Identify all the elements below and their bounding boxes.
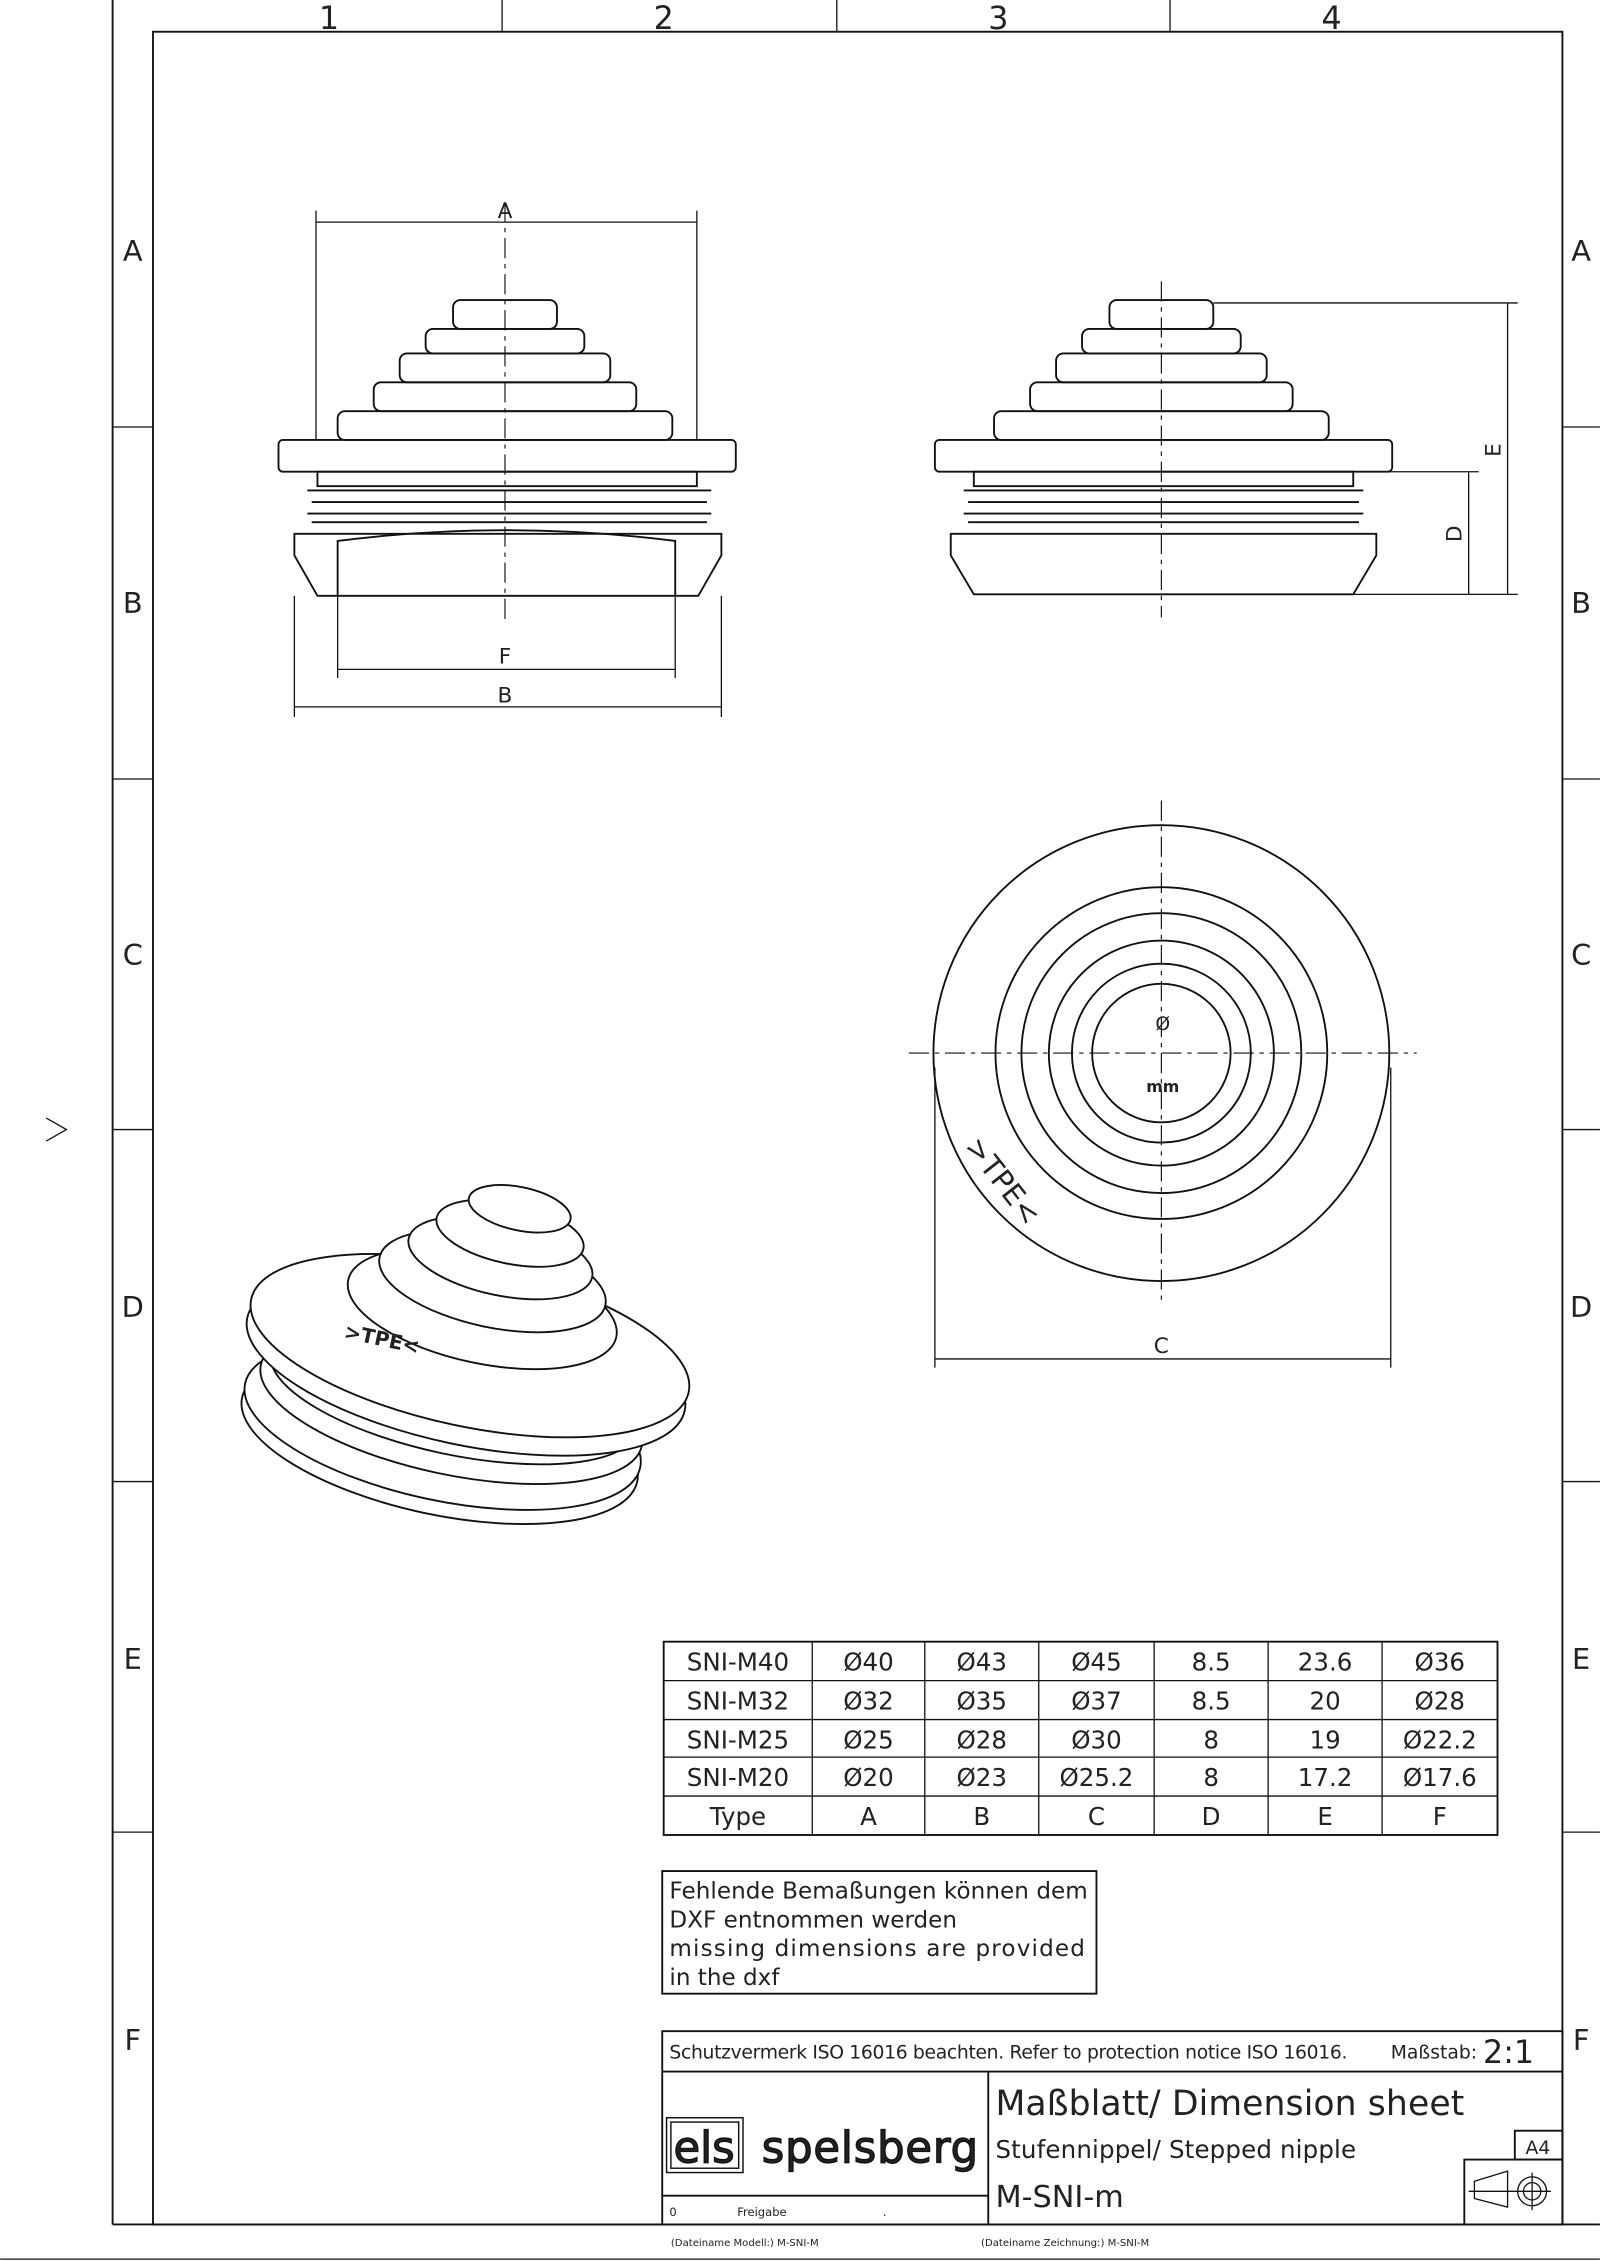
table-cell: Ø23 — [957, 1763, 1008, 1792]
table-header-cell: D — [1202, 1802, 1221, 1831]
note-line: DXF entnommen werden — [669, 1907, 957, 1933]
side-view: E D — [933, 281, 1518, 618]
dimension-label-a: A — [498, 199, 513, 224]
table-header-cell: Type — [709, 1802, 766, 1831]
table-cell: SNI-M32 — [687, 1686, 789, 1715]
scale-label: Maßstab: — [1391, 2043, 1477, 2064]
note-line: Fehlende Bemaßungen können dem — [669, 1878, 1087, 1904]
unit-mark: mm — [1146, 1077, 1179, 1096]
column-label: 2 — [654, 1, 674, 37]
row-label: F — [1573, 2023, 1590, 2057]
table-header-cell: C — [1088, 1802, 1105, 1831]
row-label: E — [124, 1642, 142, 1676]
isometric-view: >TPE< — [240, 1184, 691, 1526]
svg-text:spelsberg: spelsberg — [762, 2123, 978, 2173]
drawing-number: M-SNI-m — [995, 2180, 1123, 2215]
note-box: Fehlende Bemaßungen können dem DXF entno… — [661, 1870, 1098, 1995]
column-label: 1 — [319, 1, 339, 37]
table-cell: 8 — [1203, 1763, 1219, 1792]
table-cell: 8 — [1203, 1725, 1219, 1754]
row-label: C — [123, 938, 143, 972]
row-label: D — [122, 1290, 144, 1324]
row-label: B — [1571, 586, 1591, 620]
table-header-cell: F — [1433, 1802, 1447, 1831]
table-cell: SNI-M20 — [687, 1763, 789, 1792]
model-filename: (Dateiname Modell:) M-SNI-M — [671, 2238, 819, 2249]
table-cell: Ø28 — [1415, 1686, 1466, 1715]
revision: 0 — [669, 2205, 676, 2219]
table-cell: SNI-M25 — [687, 1725, 789, 1754]
table-cell: Ø25.2 — [1060, 1763, 1134, 1792]
table-cell: 17.2 — [1298, 1763, 1353, 1792]
dimension-label-f: F — [499, 645, 511, 670]
table-cell: Ø35 — [957, 1686, 1008, 1715]
dimension-label-b: B — [498, 684, 513, 709]
dimension-label-d: D — [1442, 525, 1467, 542]
dimension-label-e: E — [1481, 443, 1506, 457]
column-label: 3 — [988, 1, 1008, 37]
table-cell: Ø37 — [1071, 1686, 1121, 1715]
dimension-label-c: C — [1154, 1334, 1169, 1359]
table-cell: SNI-M40 — [687, 1648, 789, 1677]
table-cell: Ø45 — [1071, 1648, 1121, 1677]
projection-symbol-icon — [1468, 2170, 1551, 2211]
top-view: Ø mm >TPE< C — [908, 800, 1417, 1368]
column-label: 4 — [1322, 1, 1342, 37]
release-status: Freigabe — [737, 2205, 786, 2219]
table-header-cell: A — [860, 1802, 877, 1831]
table-cell: 8.5 — [1192, 1686, 1231, 1715]
table-cell: Ø17.6 — [1403, 1763, 1477, 1792]
row-label: F — [124, 2023, 141, 2057]
table-cell: Ø36 — [1415, 1648, 1466, 1677]
table-cell: 20 — [1310, 1686, 1341, 1715]
row-label: E — [1572, 1642, 1590, 1676]
protection-notice: Schutzvermerk ISO 16016 beachten. Refer … — [669, 2043, 1347, 2064]
sheet-title: Maßblatt/ Dimension sheet — [995, 2084, 1464, 2124]
note-line: in the dxf — [669, 1965, 780, 1991]
note-line: missing dimensions are provided — [669, 1936, 1084, 1962]
table-cell: Ø43 — [957, 1648, 1008, 1677]
row-label: A — [1571, 234, 1591, 268]
table-cell: Ø25 — [843, 1725, 894, 1754]
diameter-mark: Ø — [1155, 1014, 1170, 1035]
table-cell: Ø32 — [843, 1686, 894, 1715]
row-label: A — [123, 234, 143, 268]
table-cell: 19 — [1310, 1725, 1341, 1754]
status-dot: . — [883, 2205, 887, 2219]
table-cell: Ø22.2 — [1403, 1725, 1477, 1754]
table-cell: Ø30 — [1071, 1725, 1121, 1754]
table-cell: Ø40 — [843, 1648, 894, 1677]
table-cell: Ø28 — [957, 1725, 1008, 1754]
front-view: A F B — [277, 199, 737, 717]
title-block: Schutzvermerk ISO 16016 beachten. Refer … — [661, 2030, 1564, 2226]
row-label: D — [1570, 1290, 1592, 1324]
table-cell: 23.6 — [1298, 1648, 1353, 1677]
spelsberg-logo: els spelsberg — [665, 2117, 979, 2174]
row-label: B — [123, 586, 143, 620]
paper-format: A4 — [1526, 2138, 1551, 2159]
table-cell: Ø20 — [843, 1763, 894, 1792]
scale-value: 2:1 — [1483, 2035, 1534, 2071]
table-header-cell: E — [1317, 1802, 1333, 1831]
svg-text:els: els — [673, 2123, 734, 2173]
table-cell: 8.5 — [1192, 1648, 1231, 1677]
sheet-subtitle: Stufennippel/ Stepped nipple — [995, 2135, 1356, 2164]
drawing-filename: (Dateiname Zeichnung:) M-SNI-M — [981, 2238, 1149, 2249]
table-header-cell: B — [973, 1802, 990, 1831]
row-label: C — [1571, 938, 1591, 972]
